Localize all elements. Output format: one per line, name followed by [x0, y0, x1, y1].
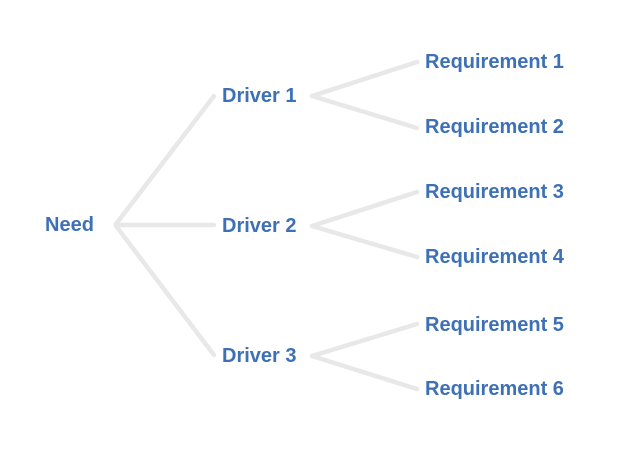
node-need: Need [45, 214, 94, 236]
connector-driver2-req4 [309, 223, 420, 260]
node-requirement-3: Requirement 3 [425, 181, 564, 203]
node-driver-1: Driver 1 [222, 85, 297, 107]
node-requirement-6: Requirement 6 [425, 378, 564, 400]
connector-driver3-req6 [309, 353, 420, 392]
connector-driver1-req1 [309, 59, 420, 99]
connector-driver2-req3 [309, 189, 420, 229]
connector-driver3-req5 [309, 321, 420, 359]
connector-need-driver-1 [113, 93, 217, 227]
node-requirement-4: Requirement 4 [425, 246, 564, 268]
node-requirement-1: Requirement 1 [425, 51, 564, 73]
node-driver-3: Driver 3 [222, 345, 297, 367]
node-requirement-5: Requirement 5 [425, 314, 564, 336]
connector-driver1-req2 [309, 93, 420, 131]
node-driver-2: Driver 2 [222, 215, 297, 237]
connector-need-driver-3 [113, 223, 217, 358]
node-requirement-2: Requirement 2 [425, 116, 564, 138]
